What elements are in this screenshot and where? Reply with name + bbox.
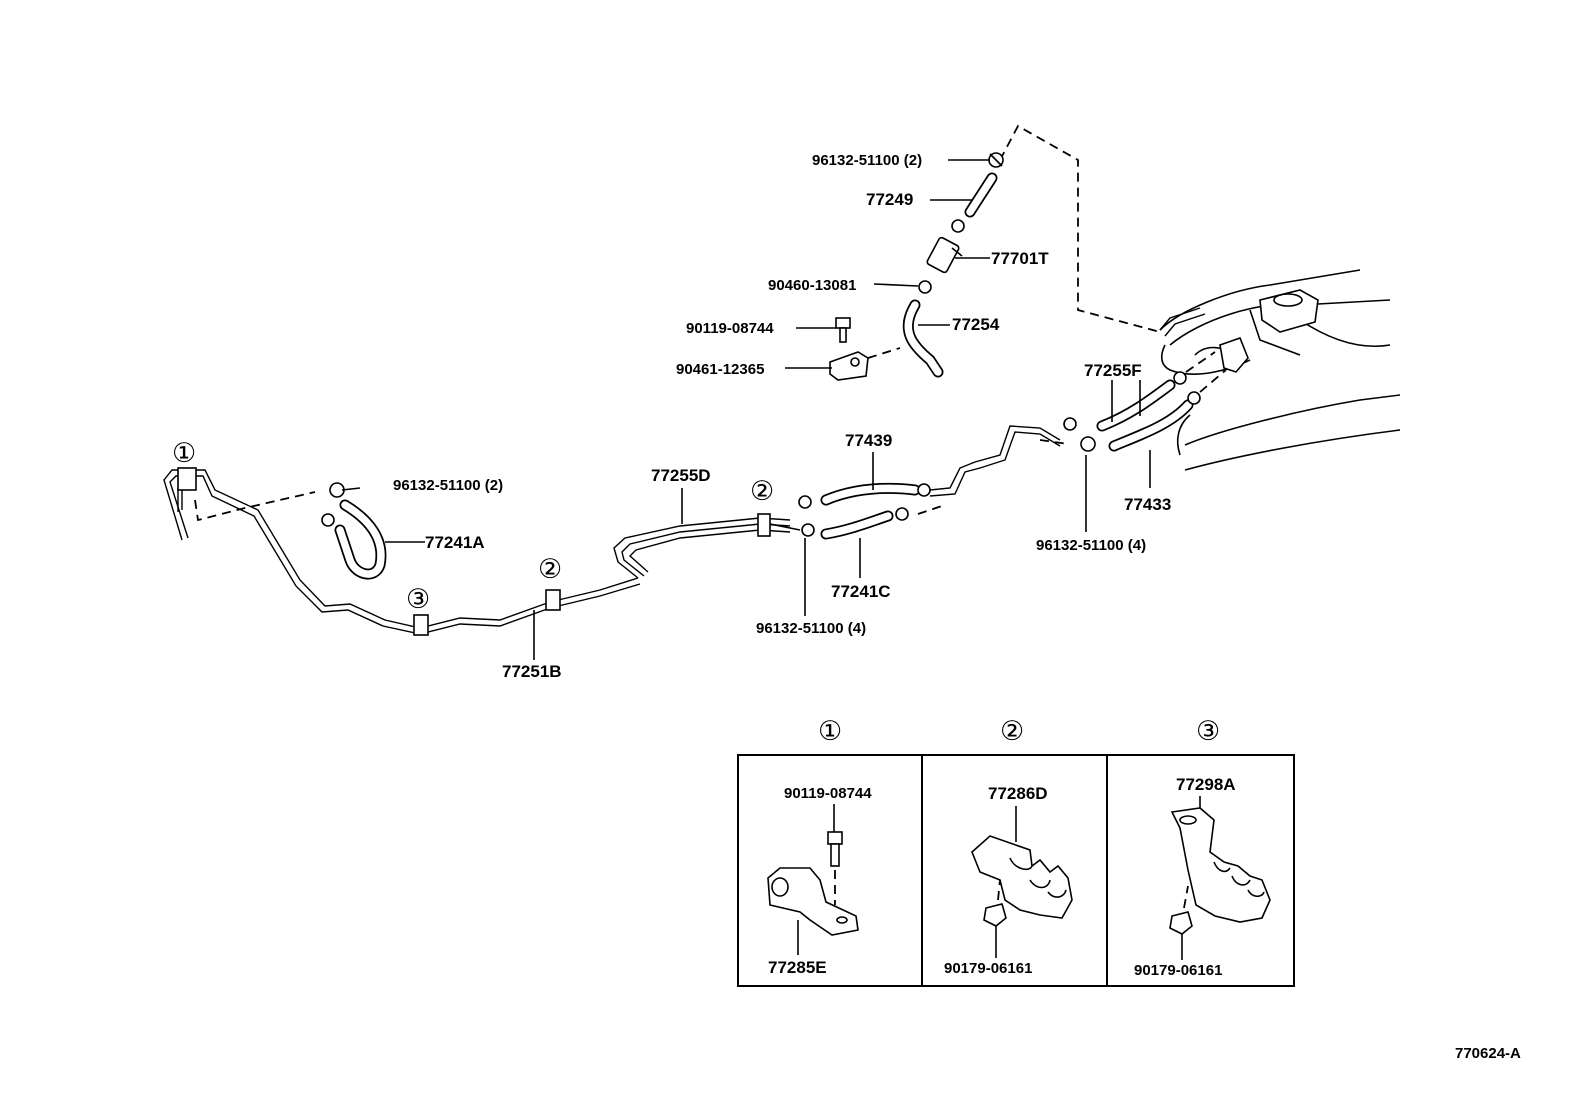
label-clamp-right: 96132-51100 (4) xyxy=(1036,537,1146,554)
label-77241c: 77241C xyxy=(831,582,891,601)
left-pipe-section xyxy=(163,467,801,636)
valve-77701t-part xyxy=(926,236,963,274)
bracket-90461-part xyxy=(829,351,869,381)
center-hoses xyxy=(798,417,1096,540)
detail-3-marker: ③ xyxy=(1196,716,1220,747)
clamp-top-part xyxy=(988,152,1004,168)
callout-2-marker-lower: ② xyxy=(538,554,562,585)
detail-1-marker: ① xyxy=(818,716,842,747)
detail-3: ③ 77298A 90179-06161 xyxy=(1134,716,1271,979)
detail-2-clamp-part xyxy=(971,835,1073,919)
detail-3-clamp-label: 77298A xyxy=(1176,775,1236,794)
clamp-3-part xyxy=(413,614,429,636)
detail-1: ① 90119-08744 77285E xyxy=(767,716,872,977)
label-clamp-left: 96132-51100 (2) xyxy=(393,477,503,494)
clamp-1-part xyxy=(177,467,197,491)
detail-2-nut-part xyxy=(983,903,1007,927)
label-clamp-center: 96132-51100 (4) xyxy=(756,620,866,637)
leader-lines xyxy=(341,159,1151,660)
detail-panels-frame xyxy=(737,754,1295,987)
detail-2-marker: ② xyxy=(1000,716,1024,747)
main-labels: 96132-51100 (2) 77249 77701T 90460-13081… xyxy=(393,152,1171,681)
reference-dash-top xyxy=(999,124,1161,333)
callout-markers: ① ② ② ③ xyxy=(172,438,774,615)
detail-1-bolt-head xyxy=(827,831,843,845)
callout-3-marker: ③ xyxy=(406,584,430,615)
detail-1-bolt-label: 90119-08744 xyxy=(784,785,872,802)
valve-assembly xyxy=(829,124,1161,381)
label-77255f: 77255F xyxy=(1084,361,1142,380)
label-77241a: 77241A xyxy=(425,533,485,552)
label-90119-08744: 90119-08744 xyxy=(686,320,774,337)
clamp-2-lower-part xyxy=(545,589,561,611)
detail-2: ② 77286D 90179-06161 xyxy=(944,716,1073,977)
detail-1-clamp-part xyxy=(767,867,859,936)
bolt-90119-part xyxy=(835,317,851,343)
label-90461-12365: 90461-12365 xyxy=(676,361,764,378)
label-77701t: 77701T xyxy=(991,249,1049,268)
right-hoses xyxy=(1096,351,1227,452)
detail-panels: ① 90119-08744 77285E ② 77286D 90179-0616… xyxy=(737,716,1295,987)
detail-3-nut-label: 90179-06161 xyxy=(1134,962,1222,979)
label-77254: 77254 xyxy=(952,315,1000,334)
label-77249: 77249 xyxy=(866,190,913,209)
detail-3-clamp-part xyxy=(1170,807,1271,923)
detail-1-clamp-label: 77285E xyxy=(768,958,827,977)
callout-2-marker-upper: ② xyxy=(750,476,774,507)
label-90460-13081: 90460-13081 xyxy=(768,277,856,294)
illustration-code: 770624-A xyxy=(1455,1045,1521,1062)
detail-2-clamp-label: 77286D xyxy=(988,784,1048,803)
detail-2-nut-label: 90179-06161 xyxy=(944,960,1032,977)
label-clamp-top: 96132-51100 (2) xyxy=(812,152,922,169)
clamp-2-upper-part xyxy=(757,513,771,537)
label-77439: 77439 xyxy=(845,431,892,450)
detail-3-nut-part xyxy=(1169,911,1193,935)
label-77255d: 77255D xyxy=(651,466,711,485)
fuel-tank xyxy=(1159,269,1401,471)
label-77251b: 77251B xyxy=(502,662,562,681)
label-77433: 77433 xyxy=(1124,495,1171,514)
callout-1-marker: ① xyxy=(172,438,196,469)
